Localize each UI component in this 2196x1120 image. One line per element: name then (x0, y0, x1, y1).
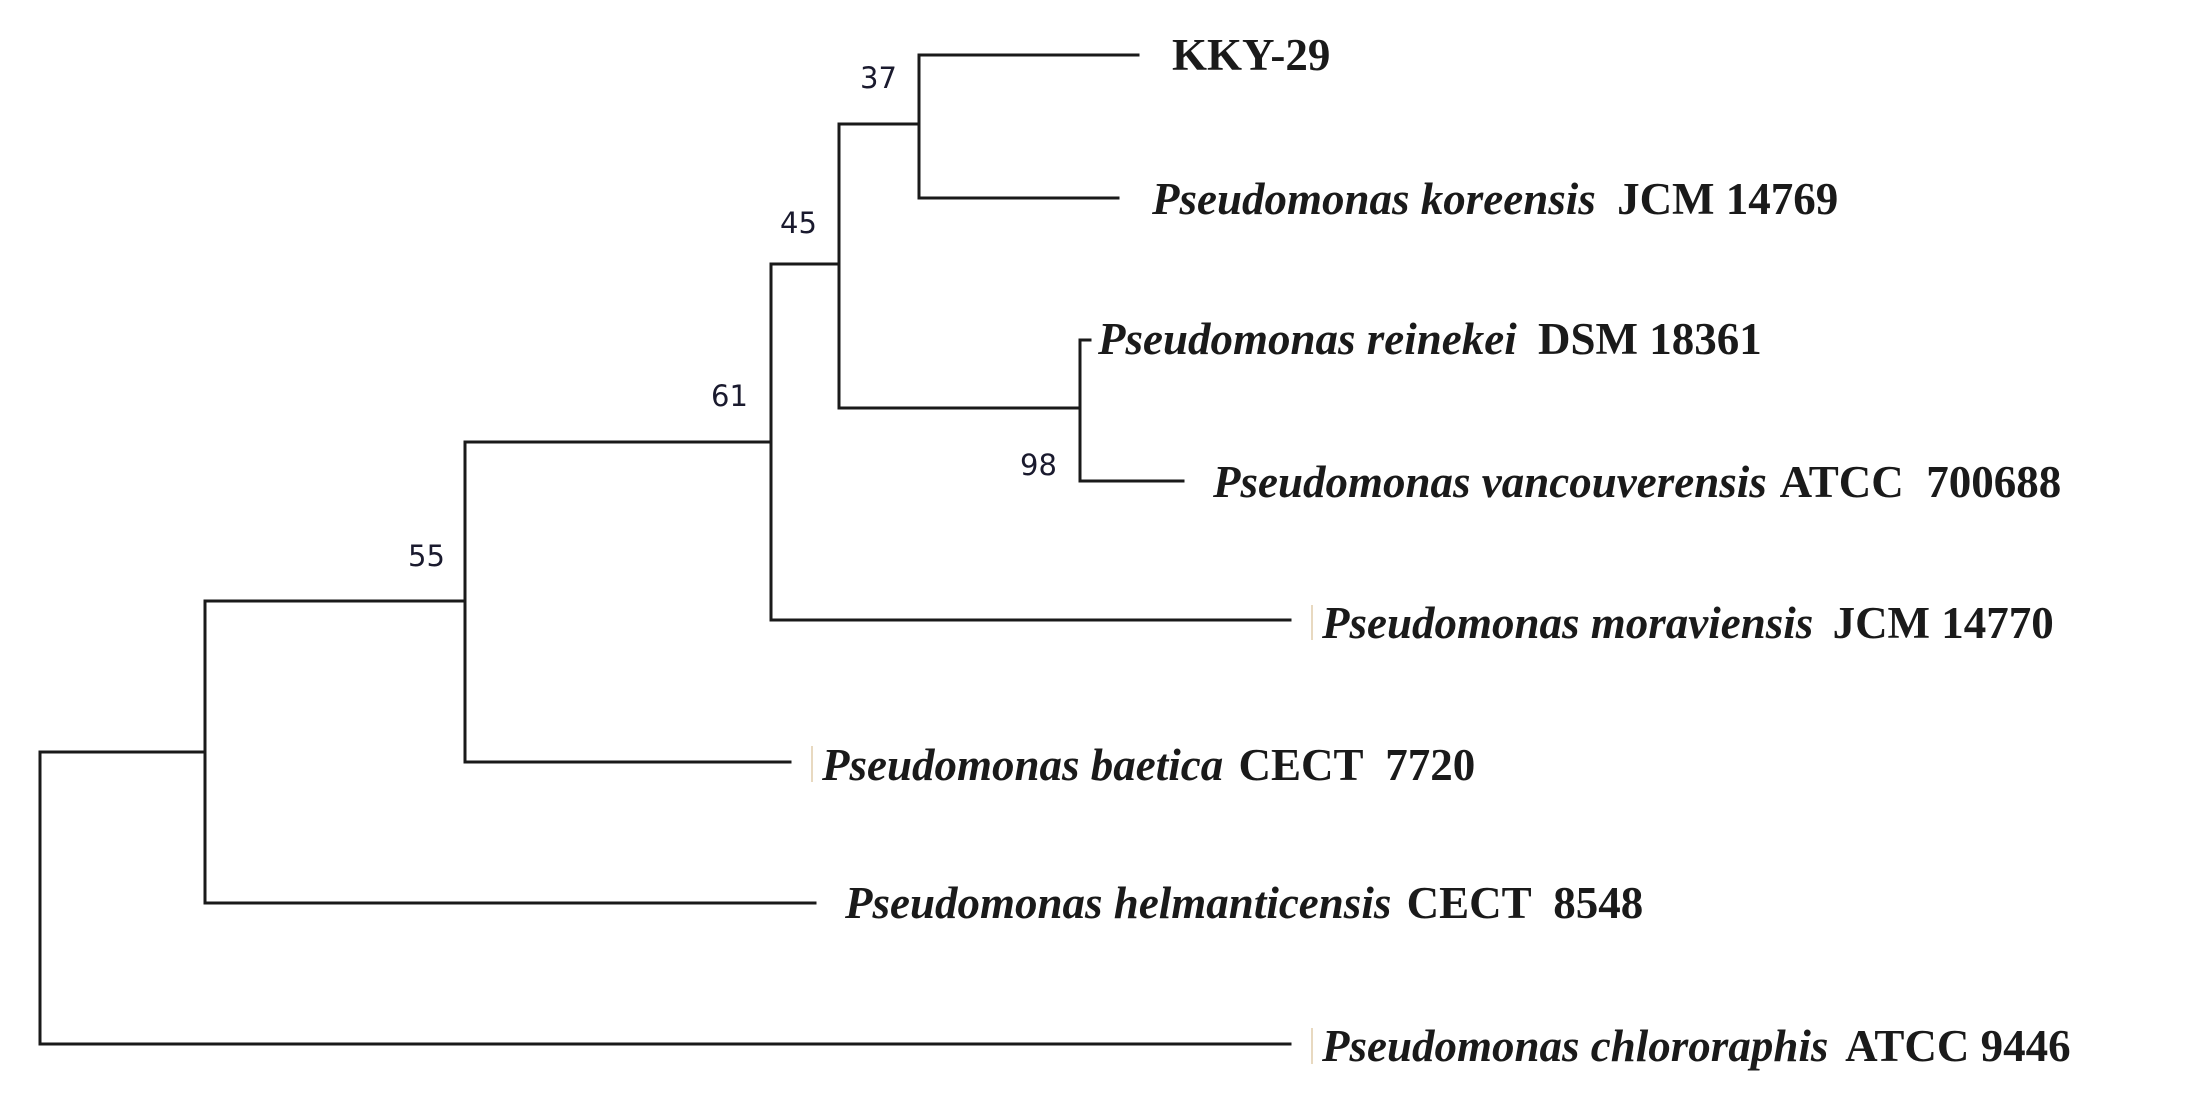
species-name-moraviensis: Pseudomonas moraviensis (1321, 598, 1813, 648)
strain-vancouverensis: ATCC 700688 (1780, 457, 2062, 507)
bootstrap-label-55: 55 (408, 539, 445, 573)
taxon-label-chlororaphis: Pseudomonas chlororaphis ATCC 9446 (1321, 1021, 2071, 1071)
bootstrap-label-61: 61 (711, 379, 748, 413)
strain-baetica: CECT 7720 (1239, 740, 1476, 790)
strain-moraviensis: JCM 14770 (1833, 598, 2054, 648)
species-name-baetica: Pseudomonas baetica (821, 740, 1223, 790)
bootstrap-label-37: 37 (860, 61, 897, 95)
species-name-koreensis: Pseudomonas koreensis (1151, 174, 1596, 224)
taxon-label-kky29: KKY-29 (1172, 30, 1330, 80)
strain-chlororaphis: ATCC 9446 (1845, 1021, 2070, 1071)
strain-helmanticensis: CECT 8548 (1407, 878, 1644, 928)
taxon-label-koreensis: Pseudomonas koreensis JCM 14769 (1151, 174, 1838, 224)
species-name-helmanticensis: Pseudomonas helmanticensis (844, 878, 1391, 928)
taxon-label-baetica: Pseudomonas baetica CECT 7720 (821, 740, 1475, 790)
taxon-label-reinekei: Pseudomonas reinekei DSM 18361 (1097, 314, 1762, 364)
strain-koreensis: JCM 14769 (1617, 174, 1838, 224)
bootstrap-label-45: 45 (780, 206, 817, 240)
species-name-reinekei: Pseudomonas reinekei (1097, 314, 1517, 364)
taxon-label-vancouverensis: Pseudomonas vancouverensis ATCC 700688 (1212, 457, 2061, 507)
species-name-chlororaphis: Pseudomonas chlororaphis (1321, 1021, 1828, 1071)
tree-branches (38, 53, 1313, 1064)
taxon-labels: KKY-29 Pseudomonas koreensis JCM 14769 P… (821, 30, 2071, 1071)
species-name-vancouverensis: Pseudomonas vancouverensis (1212, 457, 1767, 507)
taxon-label-moraviensis: Pseudomonas moraviensis JCM 14770 (1321, 598, 2054, 648)
strain-kky29: KKY-29 (1172, 30, 1330, 80)
taxon-label-helmanticensis: Pseudomonas helmanticensis CECT 8548 (844, 878, 1643, 928)
bootstrap-label-98: 98 (1020, 448, 1057, 482)
bootstrap-values: 37 45 61 98 55 (408, 61, 1057, 573)
strain-reinekei: DSM 18361 (1538, 314, 1762, 364)
